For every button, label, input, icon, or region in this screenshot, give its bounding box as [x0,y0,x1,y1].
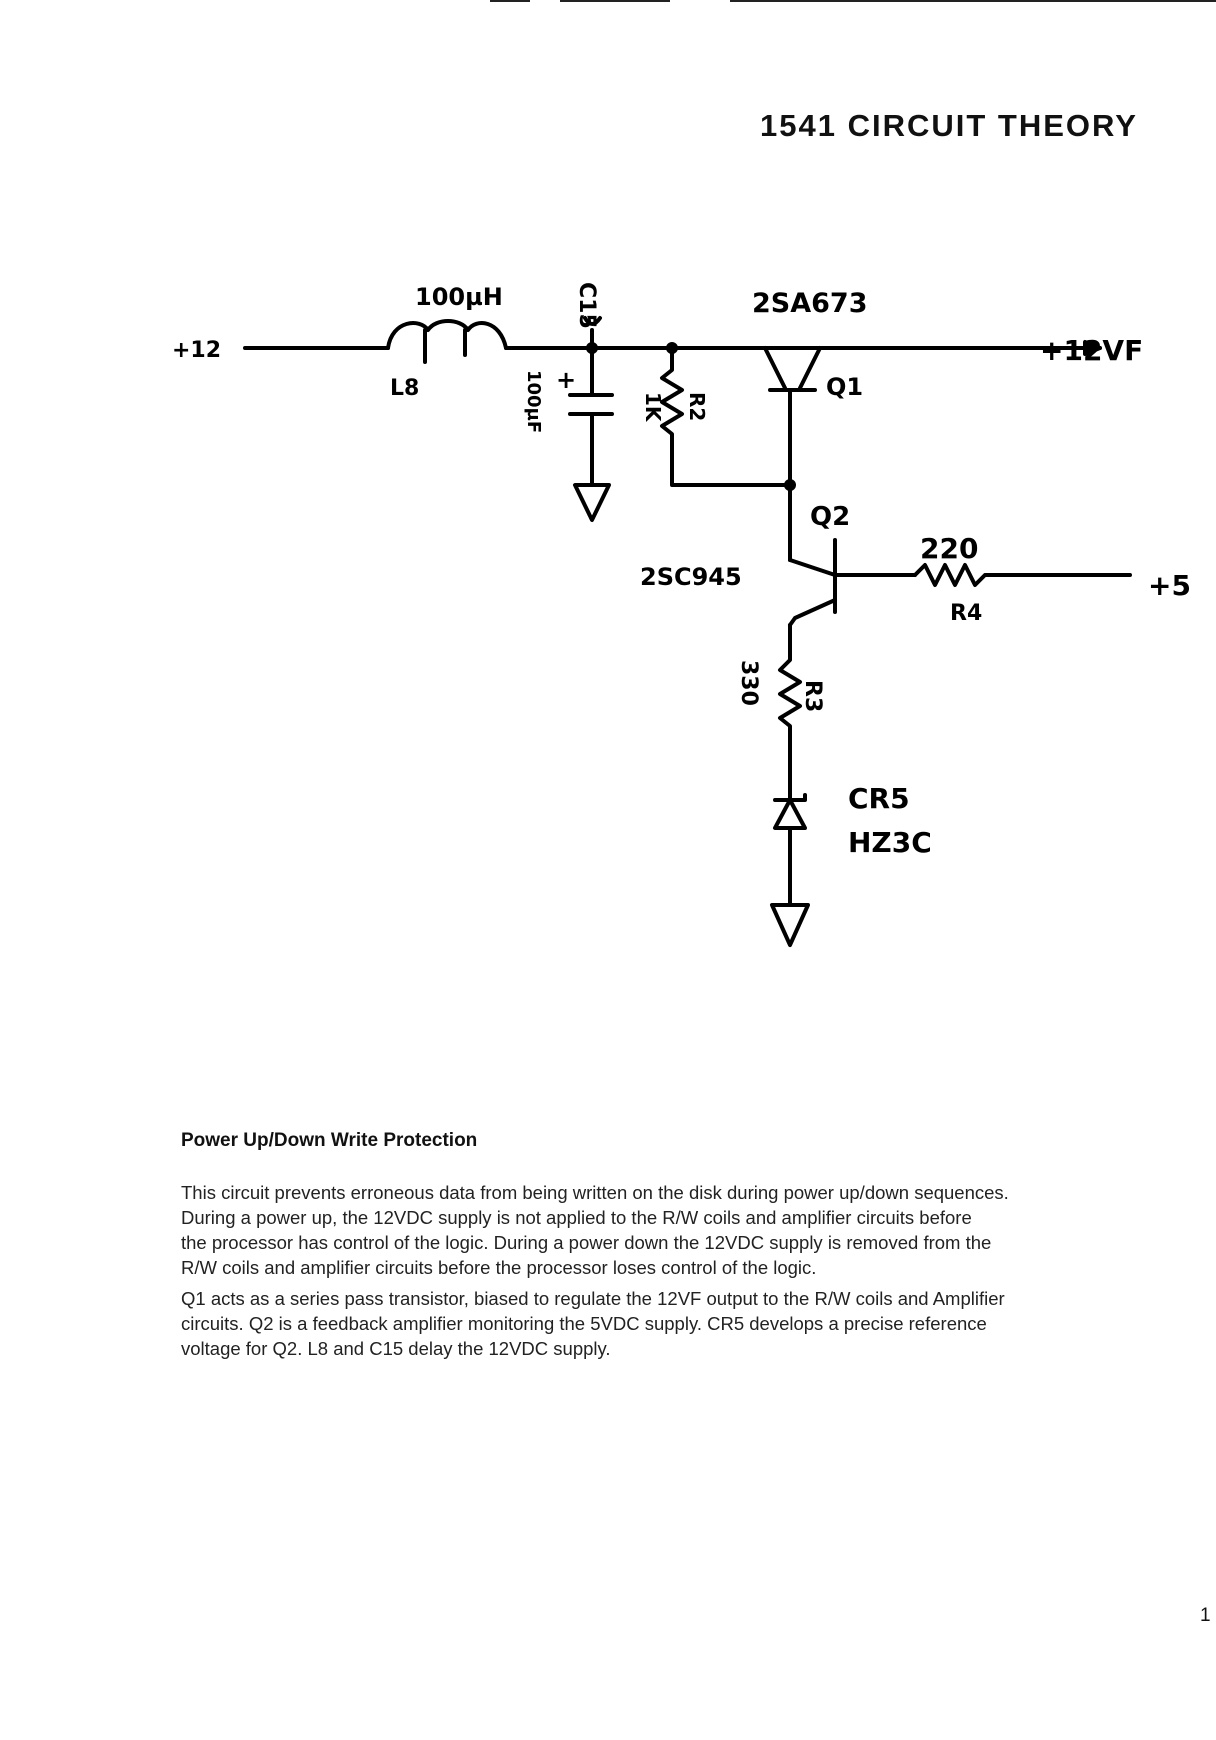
text-line: During a power up, the 12VDC supply is n… [181,1207,972,1228]
transistor-q1 [763,346,822,562]
scan-edge-line [560,0,670,2]
label-supply5: +5 [1148,569,1191,602]
label-input: +12 [172,338,221,363]
resistor-r2 [660,346,792,487]
label-r3-ref: R3 [800,680,825,712]
paragraph-1: This circuit prevents erroneous data fro… [181,1180,1216,1280]
zener-cr5 [773,793,807,907]
label-cr5-part: HZ3C [848,826,932,859]
circuit-diagram: +12 100µH L8 C15 100µF + 1K R2 2SA673 Q1… [172,282,1191,947]
text-line: R/W coils and amplifier circuits before … [181,1257,817,1278]
label-q1-part: 2SA673 [752,288,868,319]
transistor-q2 [788,538,917,627]
label-r3-value: 330 [736,660,761,706]
text-line: circuits. Q2 is a feedback amplifier mon… [181,1313,987,1334]
text-line: the processor has control of the logic. … [181,1232,992,1253]
scan-edge-line [730,0,1216,2]
text-line: voltage for Q2. L8 and C15 delay the 12V… [181,1338,611,1359]
label-r4-ref: R4 [950,601,982,626]
text-line: This circuit prevents erroneous data fro… [181,1182,1009,1203]
label-q2-ref: Q2 [810,502,850,532]
cap-plus: + [556,366,576,394]
paragraph-2: Q1 acts as a series pass transistor, bia… [181,1286,1216,1361]
capacitor-c15 [568,328,614,487]
label-cap-ref: C15 [574,282,599,329]
resistor-r4 [913,563,1132,587]
label-r2-ref: R2 [685,392,709,421]
c15-top-lead [583,316,602,326]
output-arrow [1083,340,1102,356]
label-q2-part: 2SC945 [640,563,742,591]
scan-edge-line [490,0,530,2]
text-line: Q1 acts as a series pass transistor, bia… [181,1288,1005,1309]
label-r2-value: 1K [641,392,665,423]
label-output: +12VF [1040,334,1143,367]
section-heading: Power Up/Down Write Protection [181,1130,478,1151]
label-cap-value: 100µF [523,370,544,433]
resistor-r3 [778,623,802,802]
ground-icon [770,903,810,947]
label-r4-value: 220 [920,532,978,565]
label-inductor-ref: L8 [390,376,419,401]
label-cr5-ref: CR5 [848,782,910,815]
page-number: 1 [1200,1605,1211,1626]
ground-icon [573,483,611,522]
label-q1-ref: Q1 [826,373,863,401]
label-inductor-value: 100µH [415,283,503,311]
inductor-l8 [386,319,508,364]
page-title: 1541 CIRCUIT THEORY [760,108,1138,143]
